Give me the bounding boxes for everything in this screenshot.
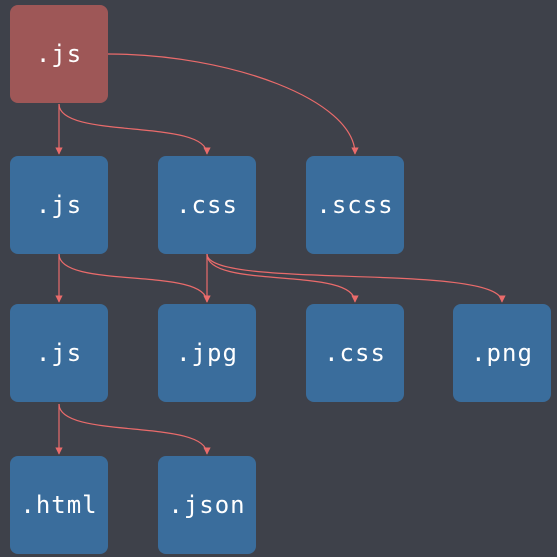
node-label: .png — [471, 339, 533, 367]
node-label: .jpg — [176, 339, 238, 367]
node-jpg[interactable]: .jpg — [158, 304, 256, 402]
node-png[interactable]: .png — [453, 304, 551, 402]
edge-root-n3 — [107, 53, 359, 155]
node-css-level2[interactable]: .css — [306, 304, 404, 402]
edge-n1-n5 — [58, 253, 211, 303]
node-label: .js — [35, 40, 83, 68]
node-label: .css — [176, 191, 238, 219]
node-json[interactable]: .json — [158, 456, 256, 554]
edge-n2-n6 — [206, 253, 359, 303]
node-css-level1[interactable]: .css — [158, 156, 256, 254]
node-js-level2[interactable]: .js — [10, 304, 108, 402]
node-label: .json — [168, 491, 246, 519]
edge-root-n2 — [58, 103, 211, 155]
node-label: .scss — [316, 191, 394, 219]
node-js-level1[interactable]: .js — [10, 156, 108, 254]
node-root-js[interactable]: .js — [10, 5, 108, 103]
node-html[interactable]: .html — [10, 456, 108, 554]
node-label: .css — [324, 339, 386, 367]
node-label: .html — [20, 491, 98, 519]
node-label: .js — [35, 339, 83, 367]
node-label: .js — [35, 191, 83, 219]
node-scss[interactable]: .scss — [306, 156, 404, 254]
edge-n4-n9 — [58, 403, 211, 455]
edge-n2-n7 — [206, 253, 506, 303]
